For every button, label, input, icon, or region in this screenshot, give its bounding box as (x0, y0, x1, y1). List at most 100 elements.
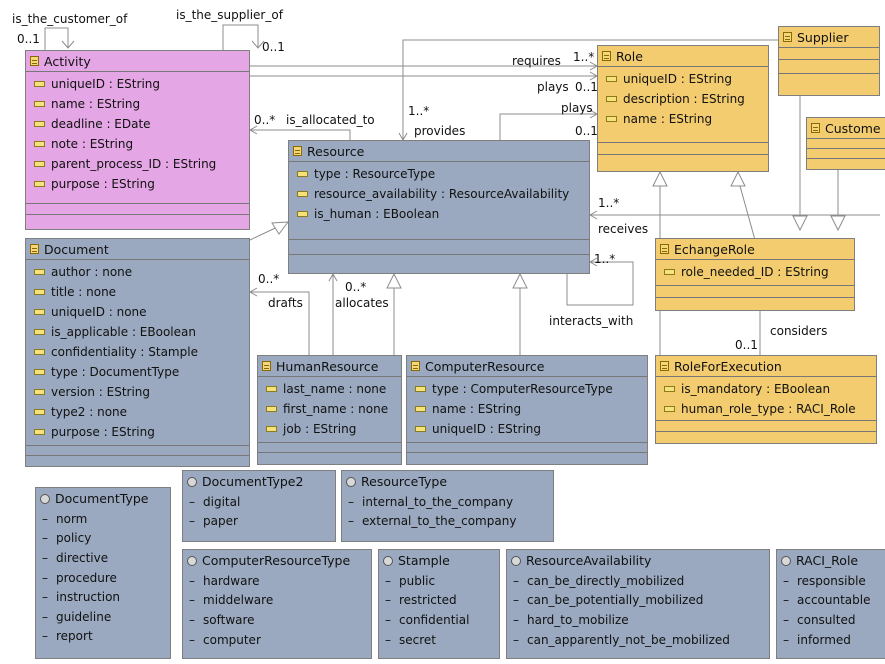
enum-literal[interactable]: –middelware (183, 591, 371, 611)
attribute[interactable]: last_name : none (266, 379, 401, 399)
enum-literal[interactable]: –informed (777, 630, 885, 650)
enum-literal[interactable]: –policy (36, 529, 170, 549)
attribute[interactable]: human_role_type : RACI_Role (664, 399, 876, 419)
attribute[interactable]: uniqueID : EString (34, 74, 249, 94)
attribute[interactable]: type : ResourceType (297, 164, 589, 184)
attribute[interactable]: role_needed_ID : EString (664, 262, 854, 282)
attribute[interactable]: type : ComputerResourceType (415, 379, 647, 399)
compartment-divider (26, 214, 249, 215)
attribute[interactable]: is_applicable : EBoolean (34, 322, 249, 342)
attribute[interactable]: type2 : none (34, 402, 249, 422)
enum-literal[interactable]: –hardware (183, 571, 371, 591)
class-echangerole[interactable]: EchangeRole role_needed_ID : EString (655, 238, 855, 311)
attribute-icon (266, 406, 277, 412)
enum-literal[interactable]: –paper (183, 512, 335, 532)
enum-stample[interactable]: Stample –public –restricted –confidentia… (378, 549, 500, 659)
literal-dash: – (513, 573, 519, 588)
attribute[interactable]: first_name : none (266, 399, 401, 419)
enum-literal[interactable]: –hard_to_mobilize (507, 610, 769, 630)
attribute[interactable]: purpose : EString (34, 422, 249, 442)
enum-literal[interactable]: –responsible (777, 571, 885, 591)
class-computerresource[interactable]: ComputerResource type : ComputerResource… (406, 355, 648, 465)
enum-documenttype[interactable]: DocumentType –norm –policy –directive –p… (35, 487, 171, 659)
enum-computerresourcetype[interactable]: ComputerResourceType –hardware –middelwa… (182, 549, 372, 659)
attribute[interactable]: is_mandatory : EBoolean (664, 379, 876, 399)
attribute-text: purpose : EString (51, 425, 155, 439)
attribute[interactable]: uniqueID : none (34, 302, 249, 322)
enum-literal[interactable]: –report (36, 627, 170, 647)
attribute[interactable]: purpose : EString (34, 174, 249, 194)
allocated-multiplicity: 0..* (254, 113, 276, 127)
enum-resourceavailability[interactable]: ResourceAvailability –can_be_directly_mo… (506, 549, 770, 659)
attribute[interactable]: is_human : EBoolean (297, 204, 589, 224)
literal-dash: – (42, 570, 48, 585)
compartment-divider (656, 431, 876, 432)
enum-literal[interactable]: –guideline (36, 607, 170, 627)
literal-text: directive (56, 550, 109, 565)
class-activity[interactable]: Activity uniqueID : EString name : EStri… (25, 50, 250, 230)
enum-literal[interactable]: –software (183, 610, 371, 630)
enum-literal[interactable]: –secret (379, 630, 499, 650)
class-document[interactable]: Document author : none title : none uniq… (25, 238, 250, 467)
enum-literal[interactable]: –accountable (777, 591, 885, 611)
literal-text: informed (797, 632, 851, 647)
class-supplier[interactable]: Supplier (778, 26, 880, 96)
attribute-text: note : EString (51, 137, 134, 151)
enum-documenttype2[interactable]: DocumentType2 –digital –paper (182, 470, 336, 542)
literal-dash: – (42, 531, 48, 546)
enum-literal[interactable]: –can_apparently_not_be_mobilized (507, 630, 769, 650)
class-name: RoleForExecution (674, 358, 782, 374)
drafts-edge (250, 291, 310, 355)
attribute-text: is_human : EBoolean (314, 207, 440, 221)
attribute[interactable]: version : EString (34, 382, 249, 402)
attribute[interactable]: name : EString (415, 399, 647, 419)
attribute[interactable]: parent_process_ID : EString (34, 154, 249, 174)
enum-literal[interactable]: –consulted (777, 610, 885, 630)
literal-text: middelware (203, 593, 274, 608)
enum-literal[interactable]: –instruction (36, 587, 170, 607)
attribute-icon (664, 269, 675, 275)
enum-literal[interactable]: –directive (36, 548, 170, 568)
class-resource[interactable]: Resource type : ResourceType resource_av… (288, 140, 590, 274)
enum-literal[interactable]: –confidential (379, 610, 499, 630)
attribute[interactable]: name : EString (606, 109, 768, 129)
class-role-header: Role (598, 46, 768, 67)
attribute[interactable]: uniqueID : EString (606, 69, 768, 89)
class-icon (660, 361, 669, 371)
enum-raci-role[interactable]: RACI_Role –responsible –accountable –con… (776, 549, 885, 659)
attribute[interactable]: resource_availability : ResourceAvailabi… (297, 184, 589, 204)
enum-literal[interactable]: –can_be_directly_mobilized (507, 571, 769, 591)
enum-name: DocumentType2 (202, 474, 304, 489)
attribute[interactable]: confidentiality : Stample (34, 342, 249, 362)
enum-literal[interactable]: –external_to_the_company (342, 512, 553, 532)
attribute[interactable]: author : none (34, 262, 249, 282)
attribute-icon (415, 386, 426, 392)
attribute[interactable]: type : DocumentType (34, 362, 249, 382)
enum-name: ComputerResourceType (202, 553, 351, 568)
literal-dash: – (42, 629, 48, 644)
enum-literal[interactable]: –norm (36, 509, 170, 529)
literal-dash: – (385, 593, 391, 608)
enum-resourcetype[interactable]: ResourceType –internal_to_the_company –e… (341, 470, 554, 542)
attribute[interactable]: uniqueID : EString (415, 419, 647, 439)
class-humanresource[interactable]: HumanResource last_name : none first_nam… (257, 355, 402, 465)
attribute[interactable]: description : EString (606, 89, 768, 109)
enum-literal[interactable]: –restricted (379, 591, 499, 611)
compartment-divider (656, 420, 876, 421)
enum-literal[interactable]: –internal_to_the_company (342, 492, 553, 512)
enum-literal[interactable]: –procedure (36, 568, 170, 588)
attribute[interactable]: title : none (34, 282, 249, 302)
class-role[interactable]: Role uniqueID : EString description : ES… (597, 45, 769, 172)
attribute[interactable]: note : EString (34, 134, 249, 154)
attribute[interactable]: deadline : EDate (34, 114, 249, 134)
enum-literal[interactable]: –can_be_potentially_mobilized (507, 591, 769, 611)
enum-literal[interactable]: –computer (183, 630, 371, 650)
enum-raci-role-header: RACI_Role (777, 550, 885, 571)
attribute[interactable]: job : EString (266, 419, 401, 439)
class-roleforexecution[interactable]: RoleForExecution is_mandatory : EBoolean… (655, 355, 877, 444)
enum-literal[interactable]: –public (379, 571, 499, 591)
class-customer[interactable]: Custome (806, 117, 885, 170)
attribute[interactable]: name : EString (34, 94, 249, 114)
enum-literal[interactable]: –digital (183, 492, 335, 512)
